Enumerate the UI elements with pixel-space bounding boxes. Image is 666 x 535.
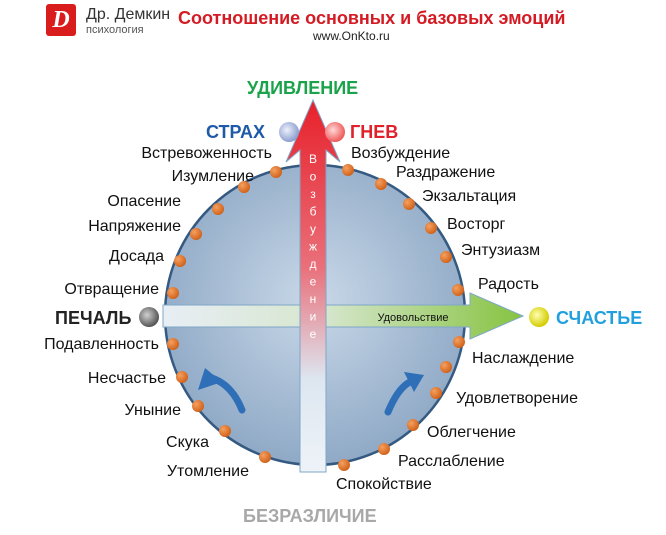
emotion-dot [259, 451, 271, 463]
right-emotion-label: Экзальтация [422, 188, 517, 205]
right-emotion-label: Спокойствие [336, 476, 432, 493]
emotion-dot [342, 164, 354, 176]
arousal-letter: б [310, 205, 317, 219]
arousal-letter: з [310, 187, 316, 201]
emotion-dot [238, 181, 250, 193]
emotion-dot [192, 400, 204, 412]
arousal-letter: В [309, 152, 317, 166]
left-emotion-label: Напряжение [88, 218, 181, 235]
arousal-label: Возбуждение [309, 152, 317, 341]
right-emotion-label: Расслабление [398, 453, 505, 470]
left-emotion-label: Скука [166, 434, 209, 451]
pleasure-arrow [162, 292, 525, 340]
emotion-dot [452, 284, 464, 296]
emotion-dot [167, 338, 179, 350]
page-title: Соотношение основных и базовых эмоций [178, 8, 566, 28]
right-emotion-label: Возбуждение [351, 145, 451, 162]
left-emotion-label: Подавленность [44, 336, 159, 353]
left-emotion-label: Изумление [171, 168, 254, 185]
arousal-letter: о [310, 170, 317, 184]
logo-icon: D [46, 4, 76, 36]
arousal-letter: д [309, 257, 316, 271]
left-emotion-label: Опасение [107, 193, 181, 210]
emotion-dot [338, 459, 350, 471]
emotion-dot [378, 443, 390, 455]
left-emotion-label: Утомление [166, 463, 249, 480]
emotion-dot [407, 419, 419, 431]
emotion-dot [270, 166, 282, 178]
emotion-dots [167, 164, 465, 471]
brand-subtitle: психология [86, 24, 144, 36]
happiness-orb [529, 307, 549, 327]
label-indifference: БЕЗРАЗЛИЧИЕ [243, 506, 377, 526]
emotion-dot [219, 425, 231, 437]
sadness-orb [139, 307, 159, 327]
emotion-dot [403, 198, 415, 210]
emotion-dot [167, 287, 179, 299]
right-emotion-label: Энтузиазм [461, 242, 541, 259]
label-happiness: СЧАСТЬЕ [556, 308, 643, 328]
emotion-dot [430, 387, 442, 399]
arousal-letter: е [310, 275, 317, 289]
right-emotion-label: Облегчение [427, 424, 516, 441]
arousal-letter: и [310, 310, 317, 324]
arousal-letter: н [310, 292, 317, 306]
emotion-dot [440, 361, 452, 373]
emotion-dot [212, 203, 224, 215]
arousal-letter: е [310, 327, 317, 341]
site-url: www.OnKto.ru [313, 29, 390, 43]
left-emotion-label: Уныние [124, 402, 181, 419]
label-sadness: ПЕЧАЛЬ [55, 308, 132, 328]
label-anger: ГНЕВ [350, 122, 399, 142]
right-emotion-label: Удовлетворение [456, 390, 578, 407]
right-emotion-label: Раздражение [396, 164, 496, 181]
emotion-dot [440, 251, 452, 263]
fear-orb [279, 122, 299, 142]
emotion-dot [453, 336, 465, 348]
left-emotion-label: Досада [108, 248, 164, 265]
right-emotion-label: Наслаждение [472, 350, 575, 367]
arousal-letter: ж [309, 240, 317, 254]
emotion-dot [375, 178, 387, 190]
arousal-letter: у [310, 222, 316, 236]
right-emotion-label: Восторг [447, 216, 506, 233]
emotion-dot [425, 222, 437, 234]
label-surprise: УДИВЛЕНИЕ [247, 78, 359, 98]
emotion-dot [190, 228, 202, 240]
brand-name: Др. Демкин [86, 6, 171, 23]
emotion-dot [176, 371, 188, 383]
right-emotion-label: Радость [478, 276, 539, 293]
left-emotion-label: Встревоженность [141, 145, 272, 162]
curved-arrow-right [384, 378, 414, 416]
left-emotion-label: Несчастье [87, 370, 166, 387]
label-fear: СТРАХ [206, 122, 265, 142]
left-emotion-label: Отвращение [64, 281, 159, 298]
pleasure-label: Удовольствие [377, 312, 448, 324]
anger-orb [325, 122, 345, 142]
emotion-dot [174, 255, 186, 267]
